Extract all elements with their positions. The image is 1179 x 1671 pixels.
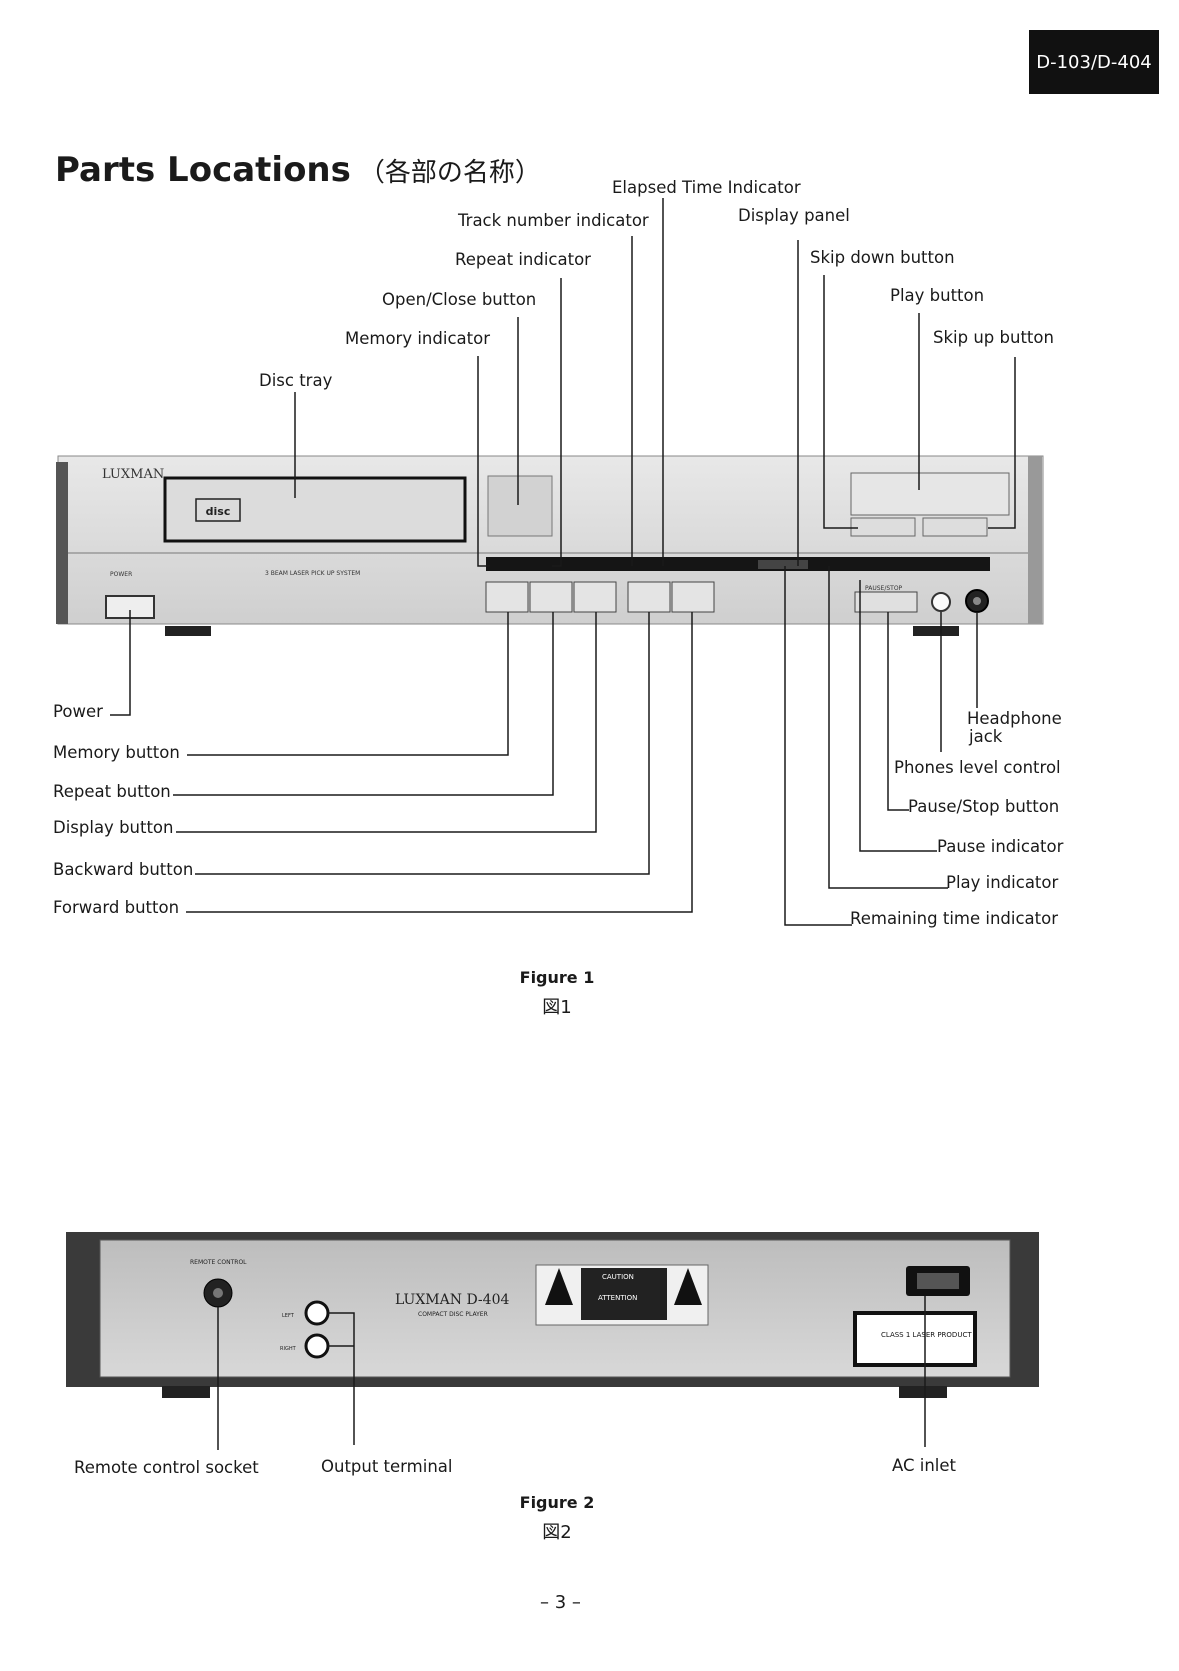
label-play-indicator: Play indicator <box>946 873 1059 892</box>
label-open-close-button: Open/Close button <box>382 290 537 309</box>
page-title-en: Parts Locations <box>55 150 351 190</box>
label-elapsed-time-indicator: Elapsed Time Indicator <box>612 178 801 197</box>
label-remote-control-socket: Remote control socket <box>74 1458 259 1477</box>
display-strip <box>486 557 990 571</box>
label-track-number-indicator: Track number indicator <box>458 211 649 230</box>
label-skip-up-button: Skip up button <box>933 328 1054 347</box>
label-memory-button: Memory button <box>53 743 180 762</box>
page-title-jp: （各部の名称） <box>358 158 541 188</box>
rear-brand-text: LUXMAN D-404 <box>395 1292 509 1308</box>
model-tag: D-103/D-404 <box>1029 30 1159 94</box>
rear-subtitle-text: COMPACT DISC PLAYER <box>418 1311 488 1318</box>
label-disc-tray: Disc tray <box>259 371 333 390</box>
disc-tray <box>163 476 467 543</box>
label-repeat-button: Repeat button <box>53 782 171 801</box>
pause-stop-small-label: PAUSE/STOP <box>865 585 903 592</box>
compact-disc-logo <box>195 498 241 522</box>
figure2-leader-lines <box>217 1296 926 1450</box>
label-phones-level-control: Phones level control <box>894 758 1061 777</box>
front-brand-text: LUXMAN <box>102 467 164 482</box>
figure2-caption-jp: 図2 <box>542 1522 572 1543</box>
rear-laser-text: CLASS 1 LASER PRODUCT <box>881 1331 972 1339</box>
svg-text:disc: disc <box>206 505 231 518</box>
label-forward-button: Forward button <box>53 898 180 917</box>
figure1-caption-jp: 図1 <box>542 997 572 1018</box>
label-display-button: Display button <box>53 818 174 837</box>
label-output-terminal: Output terminal <box>321 1457 453 1476</box>
label-display-panel: Display panel <box>738 206 850 225</box>
figure2-caption: Figure 2 <box>519 1493 595 1512</box>
label-repeat-indicator: Repeat indicator <box>455 250 591 269</box>
label-ac-inlet: AC inlet <box>892 1456 957 1475</box>
figure1-caption: Figure 1 <box>519 968 595 987</box>
label-skip-down-button: Skip down button <box>810 248 955 267</box>
rear-remote-small-label: REMOTE CONTROL <box>190 1259 247 1266</box>
rear-panel <box>66 1232 1039 1398</box>
rear-caution-text: CAUTION <box>602 1273 634 1281</box>
label-pause-stop-button: Pause/Stop button <box>908 797 1060 816</box>
label-play-button: Play button <box>890 286 985 305</box>
rear-attention-text: ATTENTION <box>598 1294 637 1302</box>
display-window <box>850 472 1010 516</box>
label-remaining-time-indicator: Remaining time indicator <box>850 909 1059 928</box>
figure1-leader-lines <box>110 198 1016 926</box>
rear-right-text: RIGHT <box>280 1346 297 1352</box>
pickup-small-label: 3 BEAM LASER PICK UP SYSTEM <box>265 570 360 577</box>
label-backward-button: Backward button <box>53 860 194 879</box>
page-title: Parts Locations（各部の名称） <box>55 150 541 190</box>
power-small-label: POWER <box>110 571 132 578</box>
label-headphone-jack-2: jack <box>969 727 1003 746</box>
front-panel: disc <box>56 455 1044 636</box>
rear-left-text: LEFT <box>282 1313 295 1319</box>
label-headphone-jack: Headphone <box>967 709 1062 728</box>
page-number: – 3 – <box>540 1592 581 1613</box>
open-close-button-shape <box>487 475 553 537</box>
label-memory-indicator: Memory indicator <box>345 329 490 348</box>
label-power: Power <box>53 702 103 721</box>
label-pause-indicator: Pause indicator <box>937 837 1064 856</box>
